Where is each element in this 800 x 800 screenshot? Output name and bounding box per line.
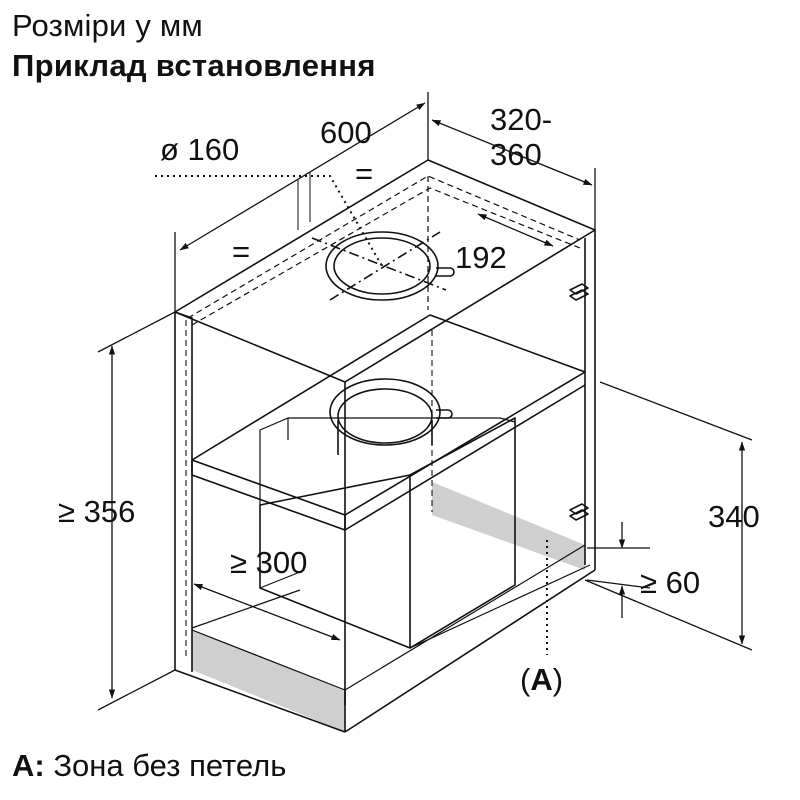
label-depth-line2: 360 <box>490 137 542 172</box>
legend-text: Зона без петель <box>44 748 287 783</box>
cabinet-shelf <box>191 314 586 516</box>
hinge-free-zone-back <box>432 482 585 570</box>
dim-line-min-width <box>193 583 341 641</box>
label-min-gap: ≥ 60 <box>640 565 700 600</box>
label-height-340: 340 <box>708 499 760 534</box>
units-note: Розміри у мм <box>12 8 203 43</box>
hinge-lower-icon <box>569 503 589 521</box>
diameter-leader <box>155 175 383 267</box>
cabinet-top-panel <box>174 159 596 383</box>
cabinet-bottom-front-edge <box>174 669 346 733</box>
legend: A: Зона без петель <box>12 748 286 784</box>
duct-cutout-shelf <box>329 378 441 446</box>
label-min-height: ≥ 356 <box>58 494 135 529</box>
hinge-free-zone-front <box>192 630 345 732</box>
label-equal-left: = <box>232 234 250 269</box>
page-title: Приклад встановлення <box>12 48 376 83</box>
dim-line-width <box>179 102 426 251</box>
label-zone-a: (A) <box>520 662 563 697</box>
label-width: 600 <box>320 115 372 150</box>
label-duct-diameter: ø 160 <box>160 132 239 167</box>
label-duct-offset: 192 <box>455 240 507 275</box>
label-equal-top: = <box>355 156 373 191</box>
label-depth-line1: 320- <box>490 102 552 137</box>
dim-line-duct-offset <box>477 213 554 247</box>
cabinet-bottom-right-edge <box>344 569 596 733</box>
label-min-width: ≥ 300 <box>230 545 307 580</box>
hinge-upper-icon <box>569 283 589 301</box>
dim-line-depth <box>431 119 593 186</box>
legend-key: A: <box>12 748 45 783</box>
cabinet-side-thickness <box>174 311 193 672</box>
